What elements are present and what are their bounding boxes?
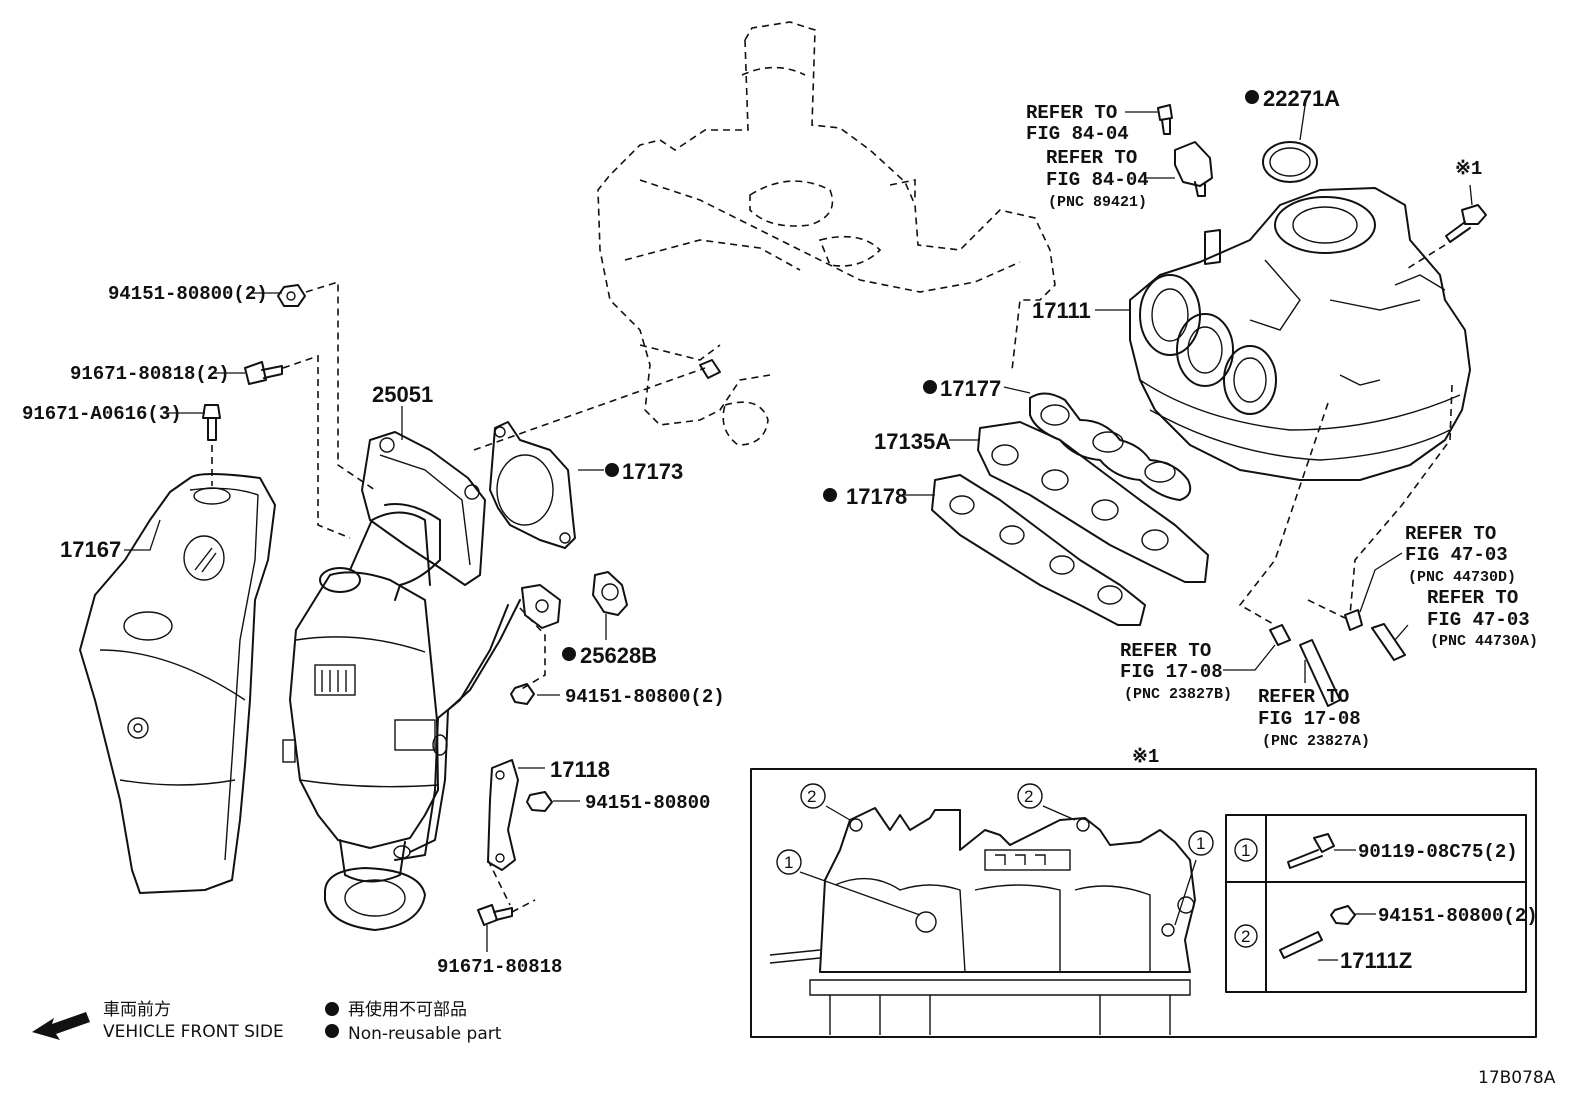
refer-to-text: REFER TO [1427, 587, 1518, 609]
label-91671-80818: 91671-80818 [437, 956, 562, 978]
legend-dot-icon [325, 1002, 339, 1016]
legend-nonreusable-jp: 再使用不可部品 [348, 999, 467, 1020]
exhaust-manifold-25051 [282, 431, 561, 931]
label-94151-80800-2-top: 94151-80800(2) [108, 283, 268, 305]
bracket-17118 [487, 759, 519, 871]
inset-label-17111z: 17111Z [1340, 948, 1412, 973]
label-17118: 17118 [550, 757, 610, 782]
callout-circle-1-b: 1 [1188, 830, 1214, 856]
refer-to-text: REFER TO [1258, 686, 1349, 708]
label-17173: 17173 [622, 459, 683, 484]
refer-to-text: REFER TO [1405, 523, 1496, 545]
engine-block-outline [597, 21, 1056, 446]
gasket-22271a [1262, 141, 1318, 183]
legend-dot-icon [325, 1024, 339, 1038]
refer-fig-text: FIG 84-04 [1046, 169, 1149, 191]
svg-text:2: 2 [807, 787, 816, 806]
gasket-17178 [931, 474, 1146, 626]
label-91671-80818-2: 91671-80818(2) [70, 363, 230, 385]
refer-to-text: REFER TO [1026, 102, 1117, 124]
label-22271a: 22271A [1263, 86, 1340, 111]
label-17178: 17178 [846, 484, 907, 509]
label-25051: 25051 [372, 382, 433, 407]
legend-direction-en: VEHICLE FRONT SIDE [103, 1022, 284, 1042]
bolt-91671-a0616 [202, 404, 221, 486]
refer-to-text: REFER TO [1046, 147, 1137, 169]
callout-circle-2-b: 2 [1017, 783, 1043, 809]
callout-circle-2-a: 2 [800, 783, 826, 809]
bottom-legend: 車両前方 VEHICLE FRONT SIDE 再使用不可部品 Non-reus… [32, 999, 1556, 1088]
refer-pnc-text: (PNC 23827B) [1124, 686, 1232, 703]
refer-pnc-text: (PNC 44730A) [1430, 633, 1538, 650]
refer-group-fig-84-04-bolt: REFER TO FIG 84-04 [1026, 102, 1129, 145]
label-17177: 17177 [940, 376, 1001, 401]
label-17111: 17111 [1032, 298, 1091, 323]
fasteners-left [244, 284, 721, 926]
label-94151-80800-2-mid: 94151-80800(2) [565, 686, 725, 708]
inset-detail-box: ※1 2 2 1 [750, 746, 1538, 1038]
inset-label-90119-08c75-2: 90119-08C75(2) [1358, 841, 1518, 863]
label-94151-80800: 94151-80800 [585, 792, 710, 814]
bolt-marker-1 [1404, 204, 1487, 271]
leader-lines [124, 105, 1473, 952]
label-marker-1: ※1 [1455, 158, 1482, 180]
sensor-89421 [1157, 104, 1213, 197]
inset-label-94151-80800-2: 94151-80800(2) [1378, 905, 1538, 927]
refer-group-fig-47-03-a: REFER TO FIG 47-03 (PNC 44730A) [1427, 587, 1538, 650]
refer-group-fig-17-08-a: REFER TO FIG 17-08 (PNC 23827A) [1258, 686, 1370, 750]
label-17167: 17167 [60, 537, 121, 562]
refer-pnc-text: (PNC 89421) [1048, 194, 1147, 211]
figure-code: 17B078A [1478, 1068, 1556, 1088]
refer-fig-text: FIG 84-04 [1026, 123, 1129, 145]
legend-nonreusable-en: Non-reusable part [348, 1024, 502, 1044]
gasket-17177 [1029, 392, 1192, 501]
refer-fig-text: FIG 47-03 [1405, 544, 1508, 566]
refer-fig-text: FIG 17-08 [1120, 661, 1223, 683]
refer-fig-text: FIG 47-03 [1427, 609, 1530, 631]
nonreusable-dots [562, 90, 1259, 661]
inset-marker: ※1 [1132, 746, 1159, 768]
refer-pnc-text: (PNC 23827A) [1262, 733, 1370, 750]
svg-text:2: 2 [1241, 927, 1250, 946]
refer-group-fig-47-03-d: REFER TO FIG 47-03 (PNC 44730D) [1405, 523, 1516, 586]
gasket-25628b [592, 571, 628, 616]
gasket-17135a [977, 421, 1209, 583]
svg-text:2: 2 [1024, 787, 1033, 806]
intake-manifold-17111 [1129, 187, 1471, 481]
gasket-17173 [489, 421, 576, 549]
refer-group-fig-17-08-b: REFER TO FIG 17-08 (PNC 23827B) [1120, 640, 1232, 703]
svg-text:1: 1 [784, 853, 793, 872]
svg-text:1: 1 [1241, 841, 1250, 860]
callout-circle-1-a: 1 [776, 849, 802, 875]
label-25628b: 25628B [580, 643, 657, 668]
hoses-and-clamps [1238, 384, 1453, 707]
heat-insulator-17167 [79, 473, 276, 894]
refer-to-text: REFER TO [1120, 640, 1211, 662]
label-17135a: 17135A [874, 429, 951, 454]
legend-direction-jp: 車両前方 [103, 1000, 171, 1020]
vehicle-front-arrow-icon [32, 1012, 90, 1040]
svg-text:1: 1 [1196, 834, 1205, 853]
refer-group-fig-84-04-sensor: REFER TO FIG 84-04 (PNC 89421) [1046, 147, 1149, 211]
inset-legend-table: 1 2 90119-08C75(2) 94151-80800(2) 17111Z [1225, 814, 1538, 993]
refer-pnc-text: (PNC 44730D) [1408, 569, 1516, 586]
refer-fig-text: FIG 17-08 [1258, 708, 1361, 730]
label-91671-a0616-3: 91671-A0616(3) [22, 403, 182, 425]
dashed-leaders-left [282, 280, 706, 913]
